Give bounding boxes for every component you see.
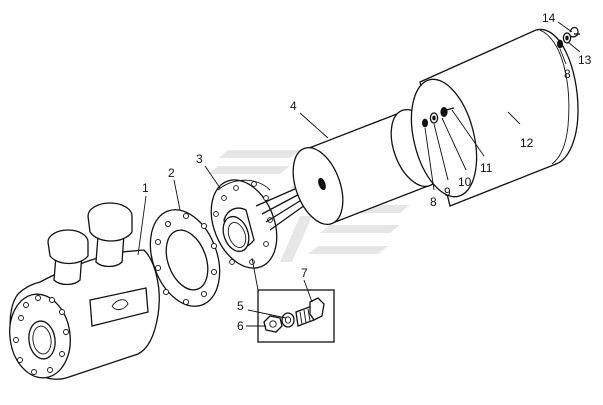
small-hardware-center bbox=[421, 107, 455, 128]
callout-9: 9 bbox=[444, 185, 451, 199]
callout-3: 3 bbox=[196, 152, 203, 166]
part-12-outer-shell bbox=[410, 28, 579, 207]
callout-10: 10 bbox=[458, 175, 472, 189]
callout-1: 1 bbox=[142, 181, 149, 195]
callout-14: 14 bbox=[542, 11, 556, 25]
leader-lines bbox=[137, 21, 581, 327]
callout-8-top: 8 bbox=[564, 67, 571, 81]
callout-labels: 1 2 3 4 5 6 7 8 8 9 10 11 12 13 14 bbox=[142, 11, 592, 333]
small-hardware-top-right bbox=[557, 26, 580, 49]
callout-4: 4 bbox=[290, 99, 297, 113]
callout-5: 5 bbox=[237, 299, 244, 313]
callout-13: 13 bbox=[578, 53, 592, 67]
callout-11: 11 bbox=[480, 161, 493, 175]
part-2-gasket bbox=[149, 209, 221, 307]
part-1-housing bbox=[9, 202, 160, 380]
callout-6: 6 bbox=[237, 319, 244, 333]
callout-12: 12 bbox=[520, 136, 534, 150]
callout-2: 2 bbox=[168, 166, 175, 180]
callout-7: 7 bbox=[301, 266, 308, 280]
inset-fastener-detail bbox=[251, 257, 335, 343]
callout-8-center: 8 bbox=[430, 195, 437, 209]
